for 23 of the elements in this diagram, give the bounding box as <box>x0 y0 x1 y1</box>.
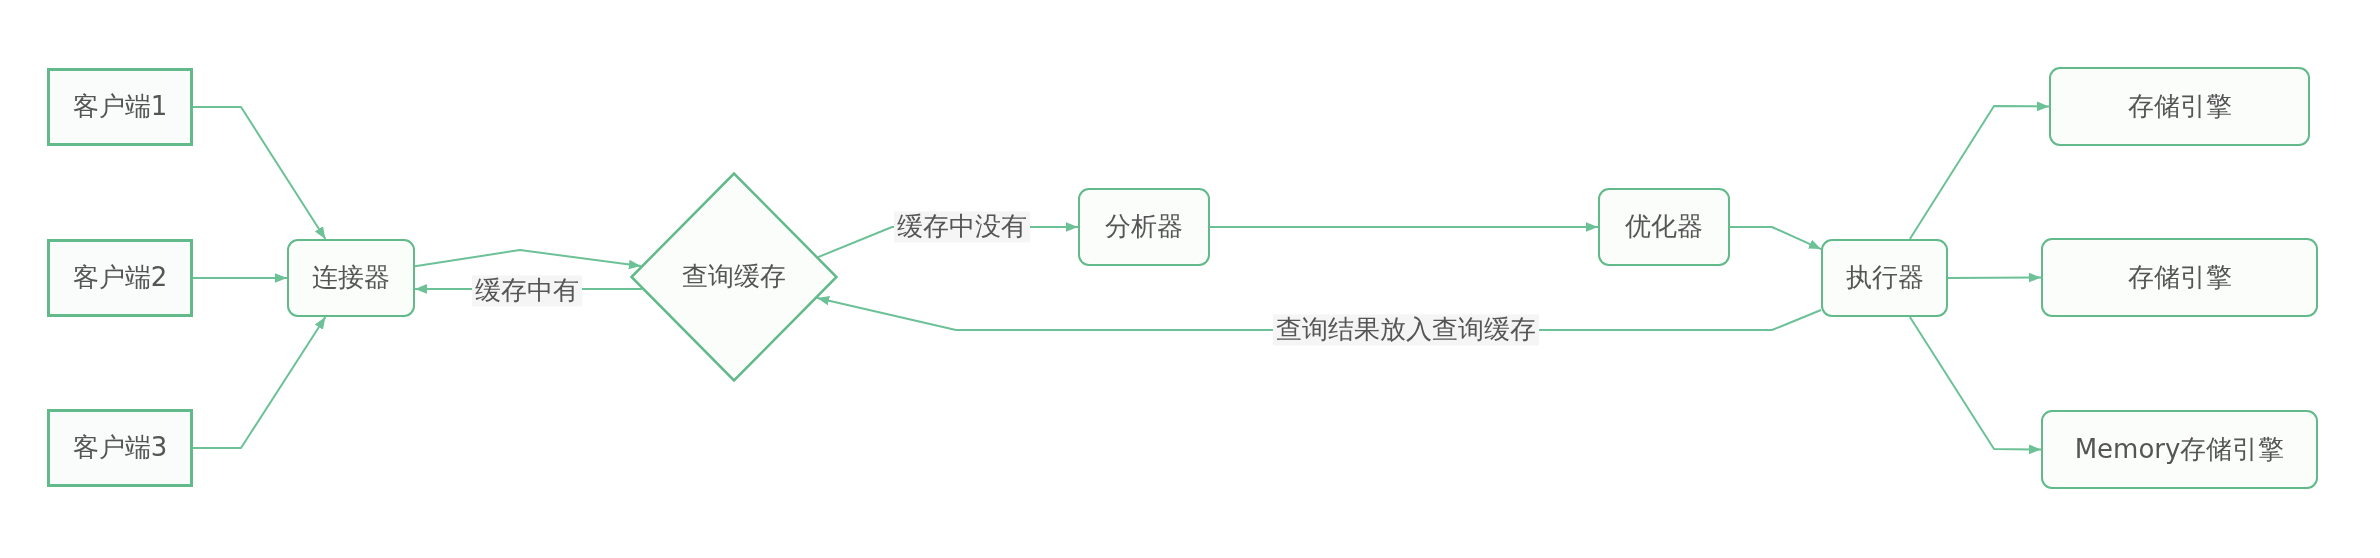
process-box: 客户端3 <box>47 409 193 487</box>
process-box: 执行器 <box>1821 239 1948 317</box>
process-box: 优化器 <box>1598 188 1730 266</box>
edge-label: 查询结果放入查询缓存 <box>1273 314 1539 346</box>
arrow <box>192 273 288 283</box>
arrow <box>1209 222 1599 232</box>
arrow <box>1908 316 2042 455</box>
decision-diamond: 查询缓存 <box>630 172 838 382</box>
edge-label: 缓存中有 <box>472 275 582 307</box>
edge-label: 缓存中没有 <box>894 211 1030 243</box>
process-box: 存储引擎 <box>2049 67 2310 146</box>
arrow <box>192 316 327 449</box>
process-box: 客户端2 <box>47 239 193 317</box>
process-box: 存储引擎 <box>2041 238 2318 317</box>
process-box: 客户端1 <box>47 68 193 146</box>
arrow <box>1908 101 2050 240</box>
process-box: 分析器 <box>1078 188 1210 266</box>
process-box: 连接器 <box>287 239 415 317</box>
arrow <box>414 249 642 270</box>
arrow <box>1729 226 1822 251</box>
arrow <box>1947 272 2042 283</box>
arrow <box>192 106 327 240</box>
process-box: Memory存储引擎 <box>2041 410 2318 489</box>
